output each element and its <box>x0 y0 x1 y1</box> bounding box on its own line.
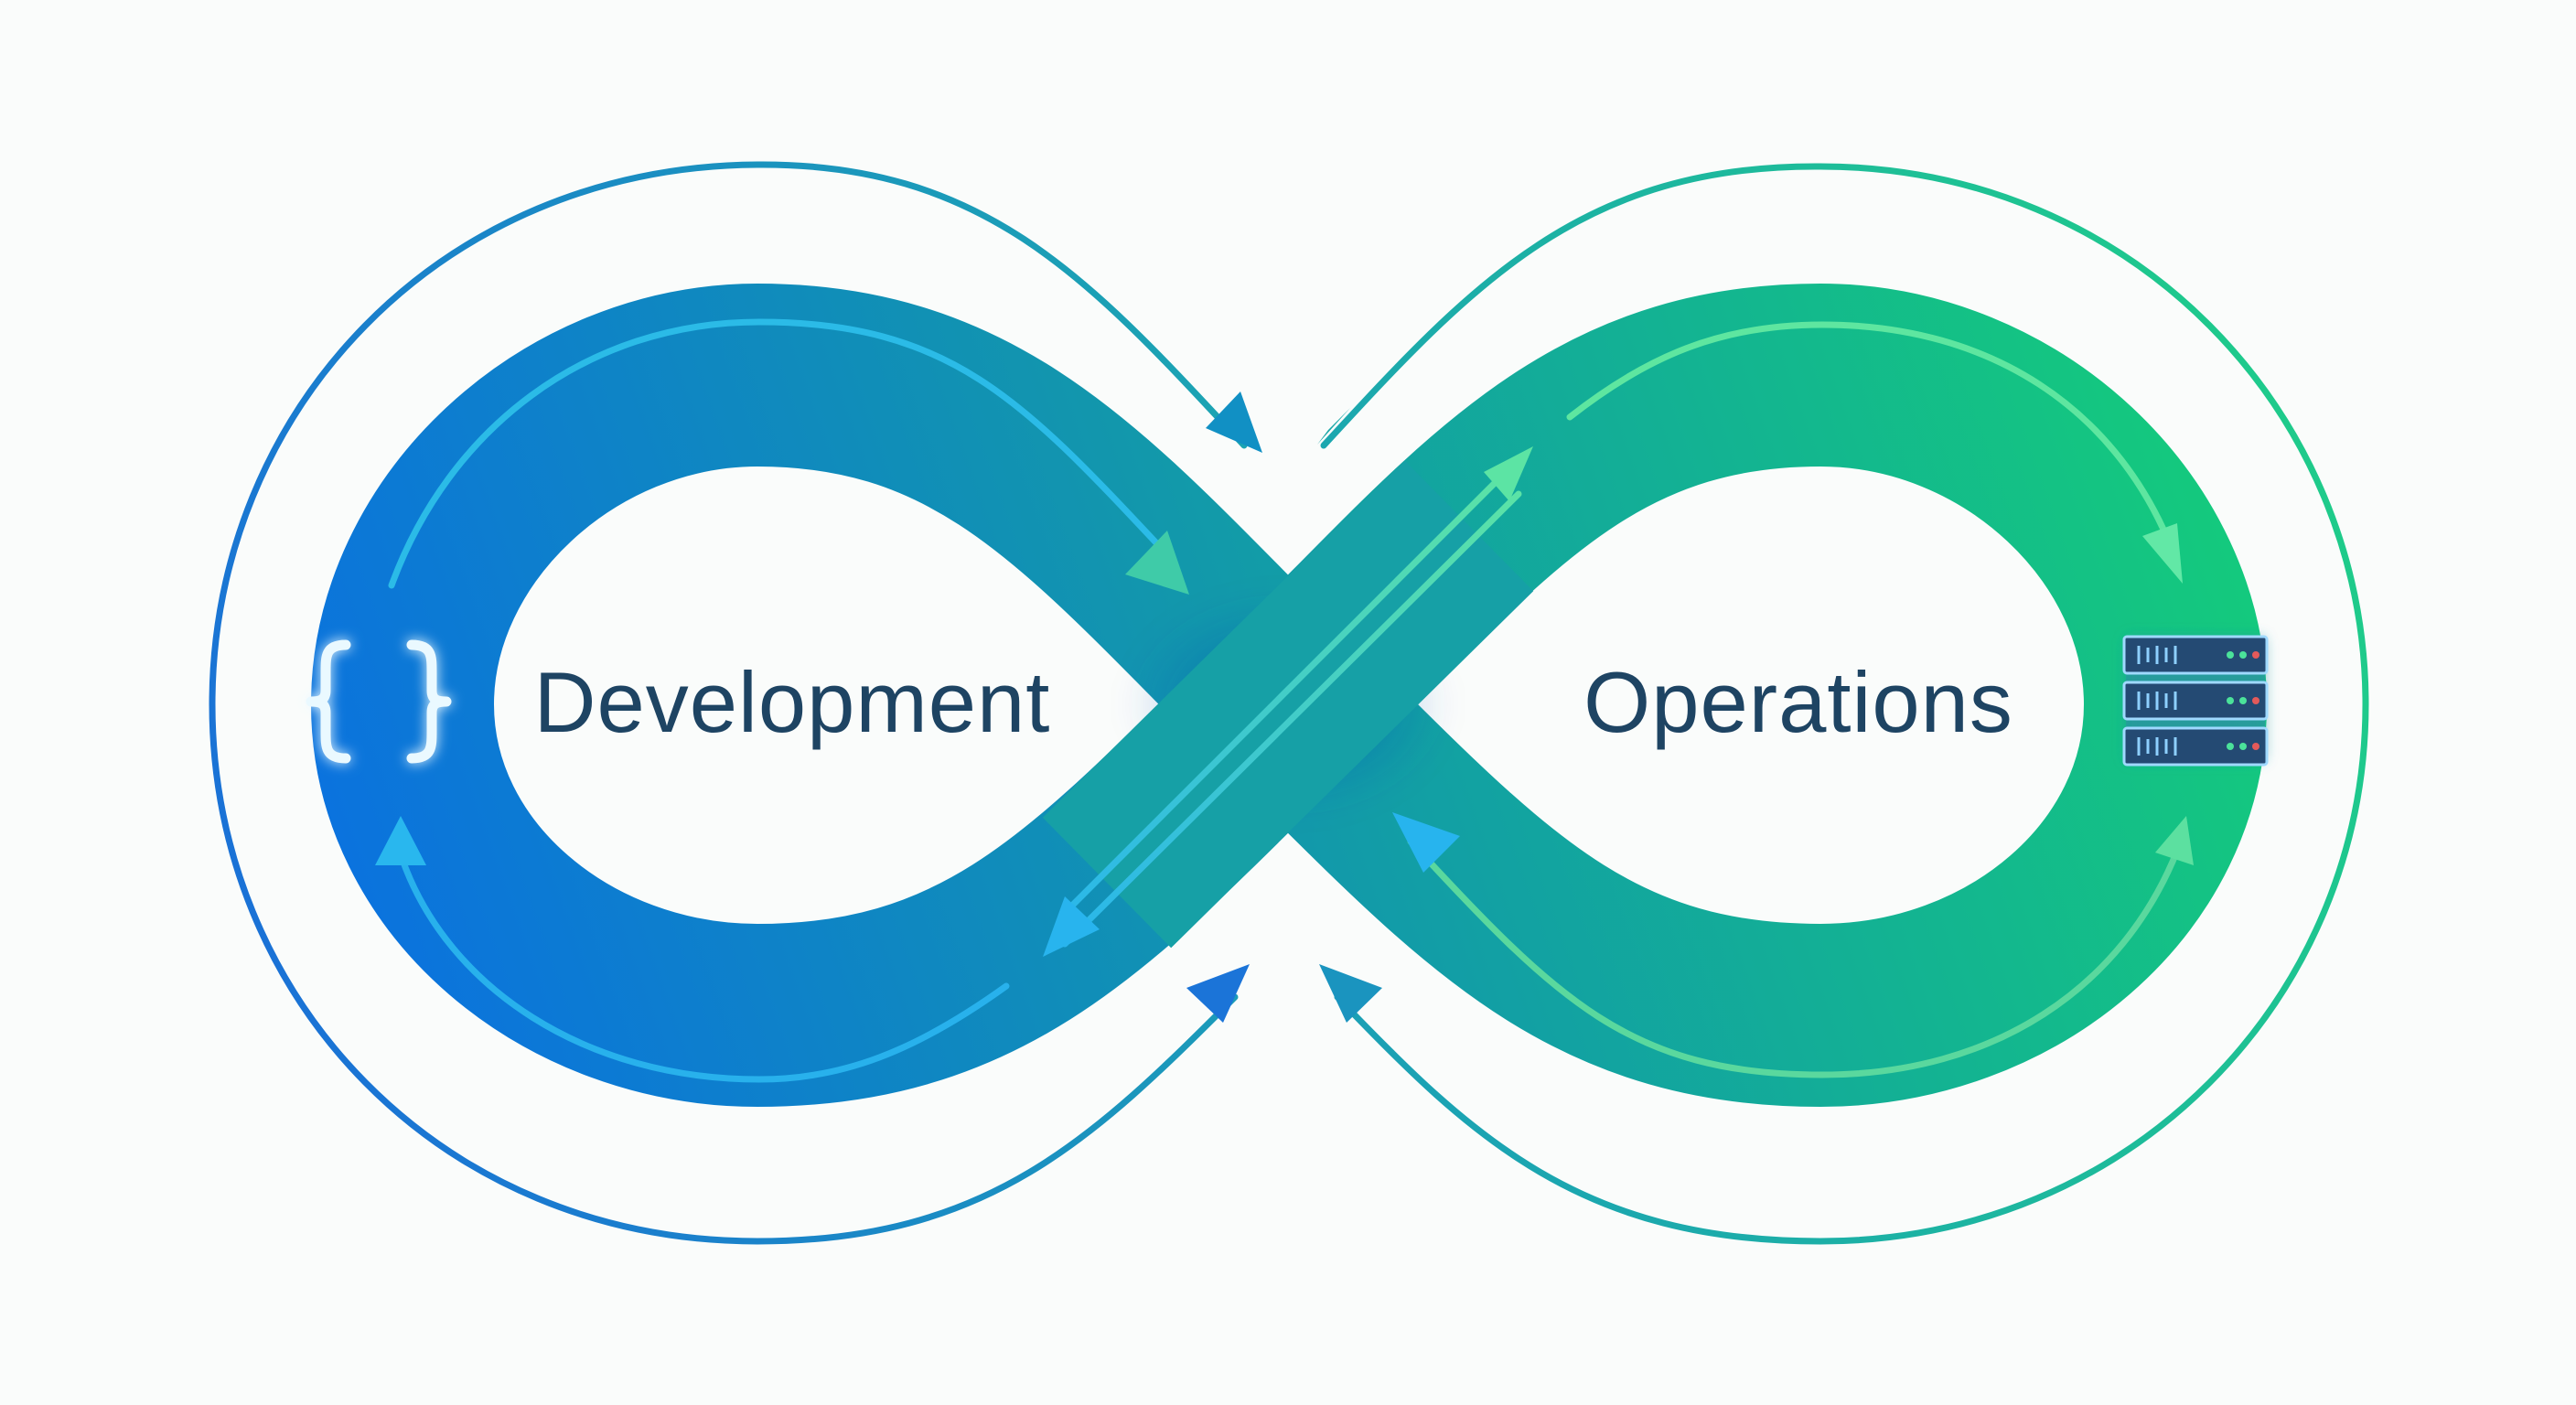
outer-arrowheads <box>1186 391 1382 1023</box>
arrowhead-ops-right-bottom <box>2155 816 2194 865</box>
inner-arrowheads <box>375 446 2194 957</box>
infinity-band-front-segment <box>1042 460 1534 949</box>
flow-arc-ops-bottom <box>1407 838 2181 1078</box>
arrowhead-cross-up <box>1484 446 1533 501</box>
arrowhead-cross-down <box>1043 896 1100 957</box>
operations-label: Operations <box>1583 654 2013 750</box>
development-label: Development <box>534 654 1051 750</box>
outer-arrowhead-bottom-left <box>1186 964 1250 1023</box>
outer-loop-outline <box>209 161 2369 1245</box>
outer-outline-right-bottom <box>1334 701 2369 1245</box>
flow-arc-dev-top <box>388 318 1165 589</box>
outer-outline-left-bottom <box>209 701 1239 1245</box>
outer-arrowhead-bottom-right <box>1319 964 1382 1023</box>
server-unit-middle <box>2122 681 2269 721</box>
code-braces-icon <box>306 639 452 764</box>
flow-arc-dev-bottom <box>399 856 1010 1083</box>
arrowhead-ops-bottom-left <box>1392 812 1460 873</box>
arrowhead-dev-left <box>375 816 426 865</box>
flow-arc-ops-top <box>1566 321 2172 543</box>
flow-cross-up <box>1061 490 1522 948</box>
outer-arrowhead-top-left <box>1206 391 1262 453</box>
outer-arrowhead-top-right-gap <box>1317 408 1350 445</box>
arrowhead-ops-right <box>2142 523 2183 584</box>
inner-flow-arrows <box>388 318 2181 1083</box>
arrowhead-dev-top <box>1125 531 1189 595</box>
outer-outline-left-top <box>209 161 1248 708</box>
flow-cross-down <box>1057 463 1515 920</box>
outer-outline-right-top <box>1320 163 2369 708</box>
server-unit-bottom <box>2122 726 2269 767</box>
server-rack-icon <box>2122 635 2269 767</box>
server-unit-top <box>2122 635 2269 675</box>
